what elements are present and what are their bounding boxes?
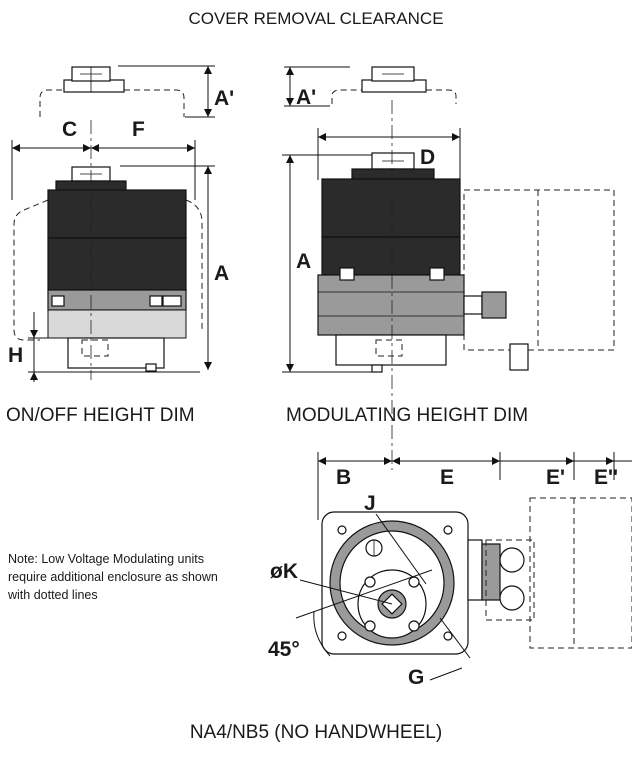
dim-e: E	[440, 466, 454, 489]
dim-a-prime-modulating: A'	[296, 86, 316, 109]
modulating-ghost-cap	[361, 79, 427, 93]
dim-e-prime: E'	[546, 466, 565, 489]
caption-onoff: ON/OFF HEIGHT DIM	[6, 405, 195, 426]
dim-d: D	[420, 146, 435, 169]
caption-modulating: MODULATING HEIGHT DIM	[286, 405, 528, 426]
plan-side-enclosure	[529, 497, 632, 649]
dim-a-onoff: A	[214, 262, 229, 285]
caption-bottom: NA4/NB5 (NO HANDWHEEL)	[190, 722, 442, 743]
conduit-entry-2	[499, 585, 525, 611]
dim-a-prime-onoff: A'	[214, 87, 234, 110]
dim-angle: 45°	[268, 638, 300, 661]
dim-h: H	[8, 344, 23, 367]
onoff-clearance-outline	[39, 89, 64, 117]
onoff-cover	[47, 189, 187, 239]
onoff-view: A' C F A	[6, 65, 234, 426]
dim-g: G	[408, 666, 424, 689]
onoff-ghost-cap	[63, 79, 125, 93]
note-line-1: Note: Low Voltage Modulating units	[8, 552, 204, 566]
modulating-view: A' D	[282, 66, 615, 470]
note-line-2: require additional enclosure as shown	[8, 570, 218, 584]
dim-a-modulating: A	[296, 250, 311, 273]
dim-b: B	[336, 466, 351, 489]
onoff-housing	[67, 337, 165, 369]
dim-f: F	[132, 118, 145, 141]
modulating-cover	[321, 178, 461, 238]
modulating-base	[317, 274, 465, 336]
plan-view: B E E' E'' J øK 45°	[268, 452, 632, 689]
conduit-entry-1	[499, 547, 525, 573]
dim-j: J	[364, 492, 376, 515]
modulating-side-enclosure	[463, 189, 615, 351]
note-line-3: with dotted lines	[7, 588, 98, 602]
dim-c: C	[62, 118, 77, 141]
dim-e-double-prime: E''	[594, 466, 618, 489]
dim-phi-k: øK	[270, 560, 298, 583]
title: COVER REMOVAL CLEARANCE	[188, 9, 443, 28]
cable-gland	[481, 291, 507, 319]
